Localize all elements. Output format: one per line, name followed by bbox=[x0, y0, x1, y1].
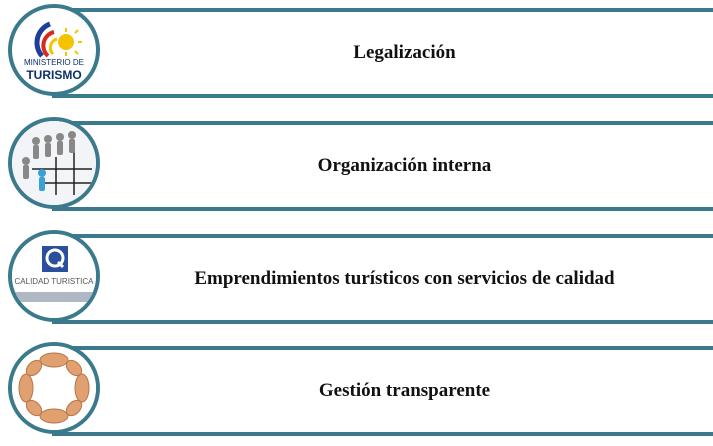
step-emprendimientos: Emprendimientos turísticos con servicios… bbox=[0, 226, 713, 334]
step-banner: Legalización bbox=[52, 8, 713, 98]
step-banner: Emprendimientos turísticos con servicios… bbox=[52, 234, 713, 324]
step-label: Gestión transparente bbox=[318, 380, 491, 401]
badge-line2: TURISMO bbox=[26, 68, 82, 82]
ministerio-turismo-logo-icon: MINISTERIO DE TURISMO bbox=[8, 4, 100, 96]
step-banner: Organización interna bbox=[52, 121, 713, 211]
step-label: Emprendimientos turísticos con servicios… bbox=[194, 268, 615, 289]
step-organizacion: Organización interna bbox=[0, 113, 713, 221]
step-label: Organización interna bbox=[317, 155, 492, 176]
hands-circle-icon bbox=[8, 342, 100, 434]
step-label: Legalización bbox=[353, 42, 456, 63]
step-gestion: Gestión transparente bbox=[0, 338, 713, 446]
org-chart-people-icon bbox=[8, 117, 100, 209]
step-legalizacion: Legalización MINISTERIO DE TURISMO bbox=[0, 0, 713, 108]
badge-line1: MINISTERIO DE bbox=[23, 58, 84, 67]
badge-line1: CALIDAD TURISTICA bbox=[14, 277, 94, 286]
step-banner: Gestión transparente bbox=[52, 346, 713, 436]
sun-logo-icon bbox=[34, 21, 82, 58]
quality-q-logo-icon: CALIDAD TURISTICA bbox=[8, 230, 100, 322]
